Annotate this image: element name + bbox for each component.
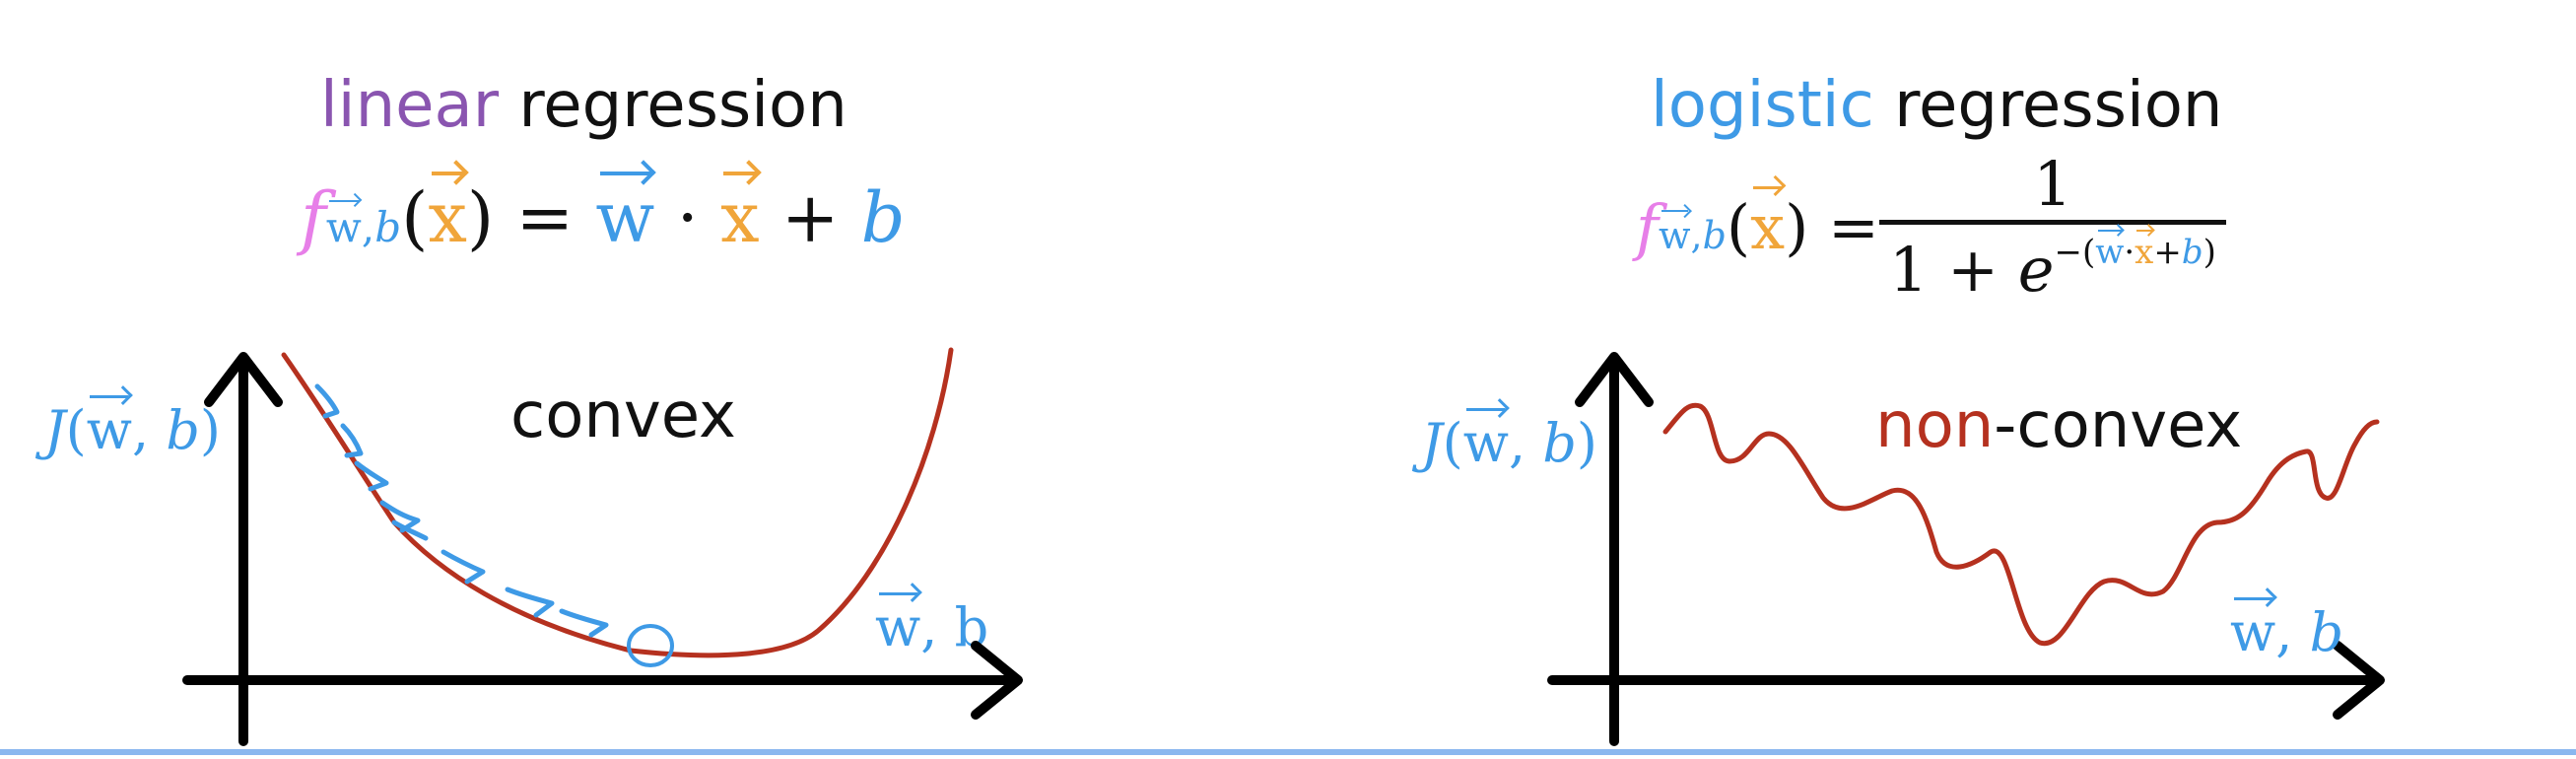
exp-w: w bbox=[2095, 230, 2125, 272]
left-y-label: J(w, b) bbox=[44, 394, 221, 461]
ry-label-open: ( bbox=[1442, 412, 1463, 474]
gradient-descent-steps bbox=[314, 383, 609, 638]
x-label-w: w bbox=[875, 591, 921, 658]
logistic-x: x bbox=[1750, 185, 1786, 263]
formula-open: ( bbox=[401, 177, 429, 258]
right-axes bbox=[1547, 352, 2385, 746]
rx-label-w: w bbox=[2230, 596, 2276, 663]
formula-plus: + bbox=[759, 177, 861, 258]
left-y-arrowhead bbox=[204, 352, 283, 407]
exp-b: b bbox=[2181, 233, 2203, 272]
den-exponent: −(w·x+b) bbox=[2054, 230, 2216, 272]
logistic-numerator: 1 bbox=[2033, 148, 2072, 220]
step-trail-4 bbox=[391, 519, 429, 541]
convex-label: convex bbox=[510, 380, 736, 452]
right-title-regression: regression bbox=[1873, 69, 2223, 142]
logistic-subscript: w,b bbox=[1658, 210, 1727, 257]
logistic-denominator: 1 + e−(w·x+b) bbox=[1878, 220, 2226, 306]
y-label-b: b bbox=[166, 399, 200, 461]
rx-label-b: b bbox=[2309, 601, 2344, 663]
exp-x: x bbox=[2135, 230, 2154, 272]
step-arrow-6 bbox=[505, 586, 555, 618]
right-y-label: J(w, b) bbox=[1421, 407, 1597, 474]
linear-formula: fw,b(x) = w · x + b bbox=[301, 172, 906, 258]
step-arrow-5 bbox=[441, 549, 486, 585]
step-arrow-7 bbox=[559, 608, 609, 638]
formula-subscript: w,b bbox=[325, 199, 402, 251]
step-arrow-1 bbox=[314, 383, 340, 419]
right-x-arrowhead bbox=[2333, 641, 2385, 720]
y-label-w: w bbox=[86, 394, 132, 461]
right-x-label: w, b bbox=[2230, 596, 2344, 663]
x-label-sep: , bbox=[920, 596, 955, 658]
exp-open: −( bbox=[2054, 233, 2096, 272]
bottom-divider bbox=[0, 749, 2576, 755]
ry-label-j: J bbox=[1421, 412, 1443, 474]
step-arrow-4 bbox=[379, 500, 421, 533]
ry-label-w: w bbox=[1462, 407, 1509, 474]
formula-f: f bbox=[301, 177, 326, 258]
logistic-lhs: fw,b(x) = bbox=[1636, 185, 1879, 263]
left-title-regression: regression bbox=[499, 69, 847, 142]
non-convex-label-non: non bbox=[1875, 389, 1995, 462]
step-arrow-3 bbox=[354, 460, 389, 492]
y-label-close: ) bbox=[199, 399, 221, 461]
rx-label-sep: , bbox=[2275, 601, 2310, 663]
exp-dot: · bbox=[2124, 233, 2135, 272]
right-title: logistic regression bbox=[1651, 69, 2222, 142]
logistic-sub-w: w bbox=[1658, 210, 1691, 257]
step-arrow-2 bbox=[340, 423, 364, 458]
logistic-sub-sep: , bbox=[1690, 213, 1703, 257]
left-x-label: w, b bbox=[875, 591, 988, 658]
sub-b: b bbox=[374, 203, 402, 251]
formula-w: w bbox=[595, 172, 655, 258]
ry-label-close: ) bbox=[1576, 412, 1597, 474]
non-convex-curve bbox=[1662, 402, 2380, 647]
y-label-open: ( bbox=[65, 399, 87, 461]
formula-x: x bbox=[428, 172, 467, 258]
formula-b: b bbox=[860, 177, 906, 258]
logistic-eq: = bbox=[1808, 190, 1879, 263]
logistic-close: ) bbox=[1785, 190, 1809, 263]
sub-sep: , bbox=[361, 203, 375, 251]
y-label-j: J bbox=[44, 399, 66, 461]
formula-close: ) bbox=[466, 177, 495, 258]
left-title-linear: linear bbox=[320, 69, 500, 142]
exp-plus: + bbox=[2153, 233, 2182, 272]
right-title-logistic: logistic bbox=[1651, 69, 1874, 142]
ry-label-b: b bbox=[1542, 412, 1577, 474]
left-title: linear regression bbox=[320, 69, 847, 142]
exp-close: ) bbox=[2203, 233, 2216, 272]
sub-w: w bbox=[325, 199, 362, 251]
non-convex-label-convex: -convex bbox=[1994, 389, 2243, 462]
left-x-arrowhead bbox=[971, 641, 1023, 720]
y-label-sep: , bbox=[131, 399, 167, 461]
den-e: e bbox=[2017, 234, 2055, 306]
formula-eq: = bbox=[494, 177, 596, 258]
non-convex-label: non-convex bbox=[1875, 389, 2242, 462]
formula-dot: · bbox=[654, 177, 721, 258]
right-y-arrowhead bbox=[1575, 352, 1654, 407]
left-axes bbox=[182, 352, 1023, 746]
logistic-open: ( bbox=[1726, 190, 1751, 263]
formula-x2: x bbox=[720, 172, 760, 258]
den-prefix: 1 + bbox=[1888, 234, 2018, 306]
ry-label-sep: , bbox=[1508, 412, 1543, 474]
logistic-f: f bbox=[1636, 190, 1659, 263]
logistic-sub-b: b bbox=[1702, 213, 1727, 257]
minimum-circle bbox=[627, 624, 674, 667]
